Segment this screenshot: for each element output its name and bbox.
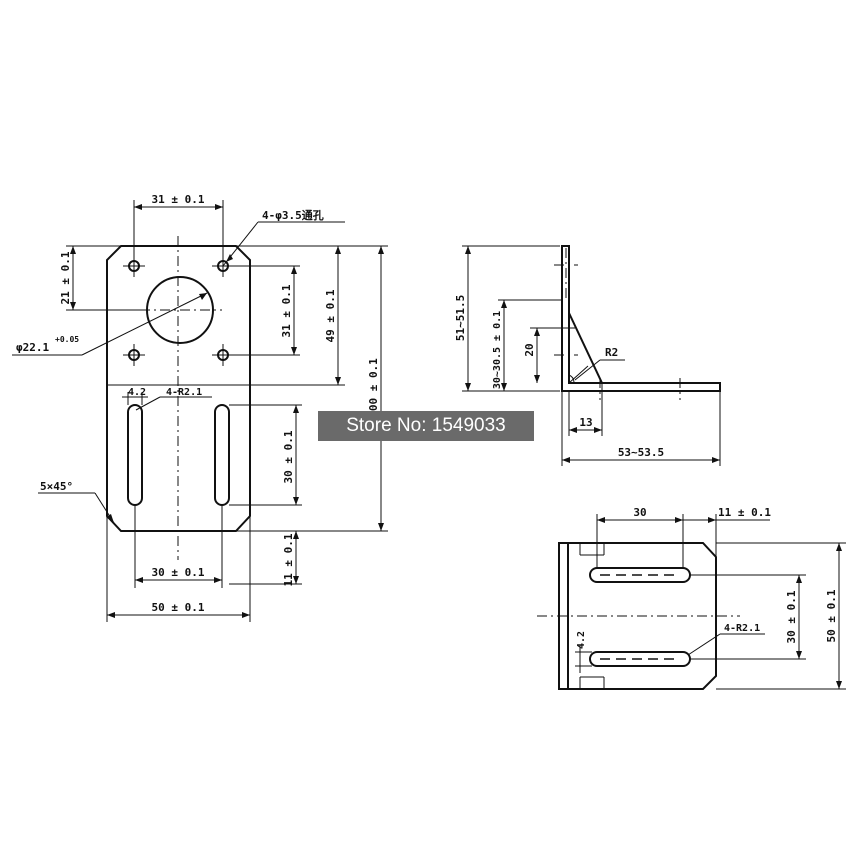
top-outline [558,542,717,690]
dim-slot-pitch: 30 ± 0.1 [152,566,205,579]
dim-side-rib-height: 30~30.5 ± 0.1 [492,311,503,389]
dim-top-width: 50 ± 0.1 [825,589,838,642]
dim-top-offset: 11 ± 0.1 [718,506,771,519]
dim-slot-length: 30 ± 0.1 [282,430,295,483]
front-view: 31 ± 0.1 4-φ3.5通孔 21 ± 0.1 31 ± 0.1 49 ±… [12,193,388,622]
side-rib [568,312,603,384]
dim-top-slot-pitch-h: 30 [633,506,646,519]
dim-side-radius: R2 [605,346,618,359]
dim-upper-height: 49 ± 0.1 [324,289,337,342]
dim-side-rib: 20 [523,343,536,356]
dim-chamfer: 5×45° [40,480,73,493]
dim-side-length: 53~53.5 [618,446,664,459]
dim-bore-tol: +0.05 [55,335,79,344]
dim-width: 50 ± 0.1 [152,601,205,614]
dim-bore: φ22.1 [16,341,49,354]
dim-top-slot-width: 4.2 [576,631,587,649]
slot-right [214,404,230,506]
dim-total-height: 100 ± 0.1 [367,358,380,418]
dim-top-width: 31 ± 0.1 [152,193,205,206]
dim-holes: 4-φ3.5通孔 [262,209,324,222]
dim-top-slot-pitch-v: 30 ± 0.1 [785,590,798,643]
dim-bottom-offset: 11 ± 0.1 [282,533,295,586]
dim-slot-radius: 4-R2.1 [166,387,202,398]
side-view: 51~51.5 30~30.5 ± 0.1 20 R2 13 53~53.5 [454,245,721,466]
dim-top-offset: 21 ± 0.1 [59,251,72,304]
dim-hole-pitch-v: 31 ± 0.1 [280,284,293,337]
dim-side-foot: 13 [579,416,592,429]
slot-left [127,404,143,506]
store-watermark: Store No: 1549033 [318,411,534,441]
dim-side-height: 51~51.5 [454,295,467,341]
dim-top-slot-radius: 4-R2.1 [724,623,760,634]
dim-slot-width: 4.2 [128,387,146,398]
side-profile [561,245,721,392]
top-view: 30 11 ± 0.1 4-R2.1 4.2 30 ± 0.1 50 ± 0.1 [537,506,846,690]
